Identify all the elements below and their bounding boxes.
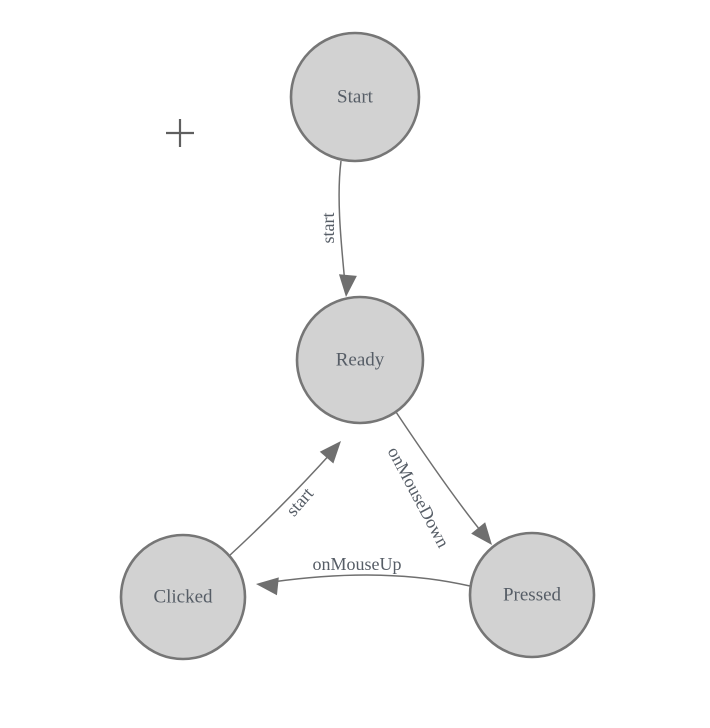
arrowhead-pressed-to-clicked xyxy=(256,577,279,596)
edge-label-pressed-to-clicked: onMouseUp xyxy=(313,554,402,574)
edge-label-clicked-to-ready: start xyxy=(282,484,317,521)
node-circle-ready[interactable] xyxy=(295,295,425,425)
node-label-pressed: Pressed xyxy=(503,584,562,605)
arrowheads-layer xyxy=(256,274,492,596)
edge-clicked-to-ready xyxy=(228,451,333,557)
node-circle-pressed[interactable] xyxy=(468,531,596,659)
crosshair-marker[interactable] xyxy=(166,119,194,147)
edge-ready-to-pressed xyxy=(395,411,485,536)
node-circle-start[interactable] xyxy=(289,31,421,163)
edge-start-to-ready xyxy=(338,160,346,285)
node-circle-clicked[interactable] xyxy=(119,533,247,661)
node-start[interactable]: Start xyxy=(289,31,421,163)
arrowhead-ready-to-pressed xyxy=(471,522,492,545)
node-label-start: Start xyxy=(337,86,374,107)
edge-label-start-to-ready: start xyxy=(318,213,338,244)
node-pressed[interactable]: Pressed xyxy=(468,531,596,659)
node-clicked[interactable]: Clicked xyxy=(119,533,247,661)
edge-pressed-to-clicked xyxy=(271,574,471,587)
node-ready[interactable]: Ready xyxy=(295,295,425,425)
node-label-ready: Ready xyxy=(336,349,385,370)
edge-label-ready-to-pressed: onMouseDown xyxy=(384,443,454,550)
edges-layer xyxy=(228,160,485,587)
node-label-clicked: Clicked xyxy=(153,586,213,607)
arrowhead-clicked-to-ready xyxy=(319,441,341,464)
crosshair-layer xyxy=(166,119,194,147)
arrowhead-start-to-ready xyxy=(338,274,357,297)
